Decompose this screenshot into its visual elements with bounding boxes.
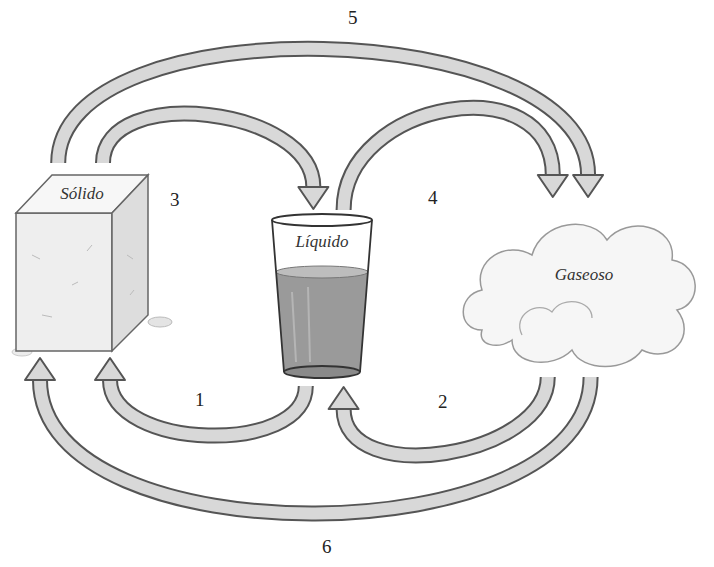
arrow-body (344, 108, 553, 210)
arrow-head (538, 175, 568, 197)
arrow-outline (110, 380, 306, 436)
arrow-body (58, 49, 588, 175)
state-label: Gaseoso (555, 265, 614, 285)
transition-number: 3 (170, 190, 180, 209)
liquid-state-node: Líquido (268, 212, 376, 384)
transition-number: 1 (195, 390, 205, 409)
solid-state-node: Sólido (12, 165, 152, 355)
transition-number: 2 (438, 392, 448, 411)
transition-arrow (344, 108, 568, 210)
arrow-outline (58, 49, 588, 175)
melt-puddle (148, 317, 172, 327)
gas-state-node: Gaseoso (452, 200, 704, 375)
arrow-outline (344, 108, 553, 210)
arrow-head (329, 387, 359, 409)
transition-arrow (95, 358, 306, 436)
arrow-head (298, 187, 328, 209)
transition-number: 6 (322, 537, 332, 556)
transition-number: 5 (348, 8, 358, 27)
transition-arrow (329, 377, 548, 455)
arrow-body (344, 377, 548, 455)
state-illustration (452, 200, 704, 375)
state-label: Sólido (60, 184, 103, 204)
arrow-body (110, 380, 306, 436)
arrow-outline (344, 377, 548, 455)
transition-arrow (25, 358, 591, 514)
arrow-head (25, 358, 55, 380)
state-label: Líquido (296, 232, 349, 252)
arrow-body (40, 377, 591, 514)
arrow-head (573, 175, 603, 197)
arrow-outline (40, 377, 591, 514)
arrow-head (95, 358, 125, 380)
transition-number: 4 (428, 188, 438, 207)
